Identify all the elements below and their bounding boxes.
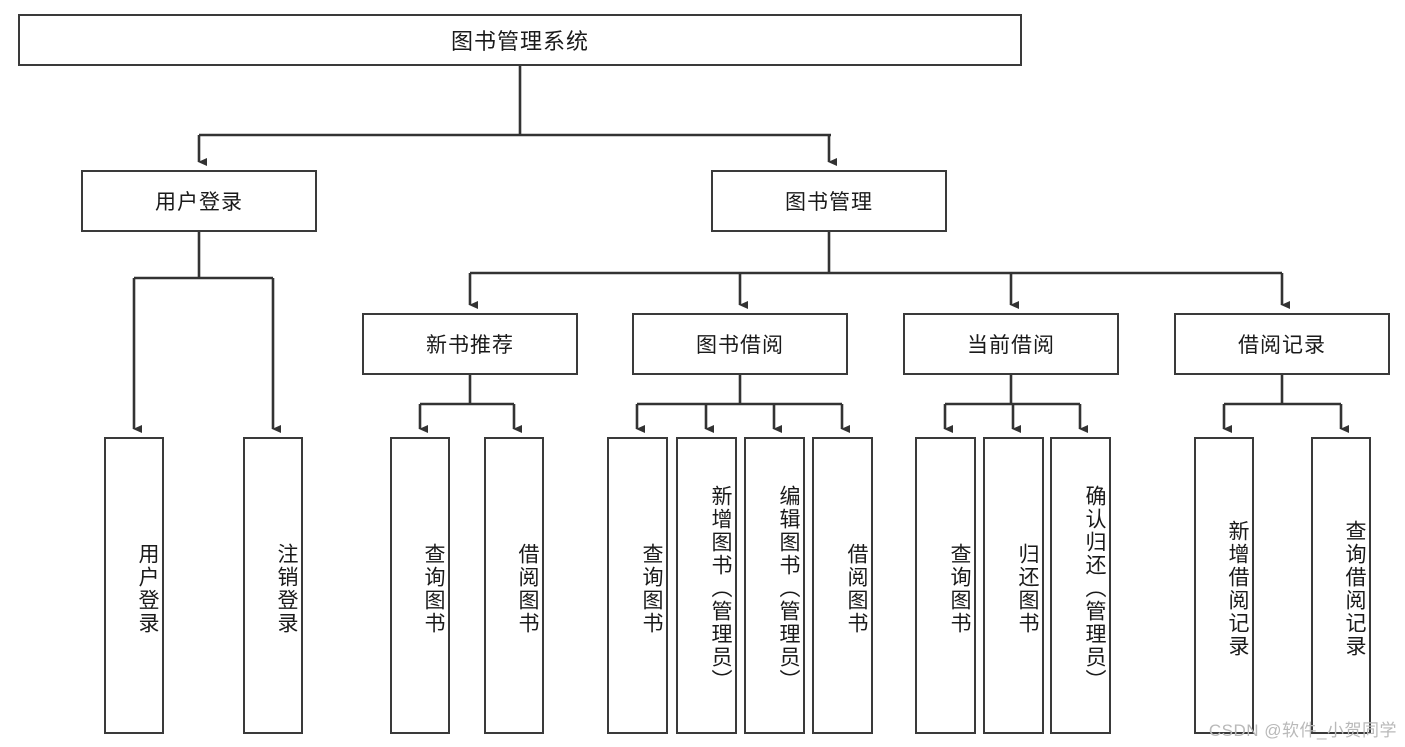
node-current-borrow[interactable]: 当前借阅 [903,313,1119,375]
node-leaf-add-book-admin[interactable]: 新增图书（管理员） [676,437,737,734]
node-leaf-query-book-3[interactable]: 查询图书 [915,437,976,734]
node-new-book-recommend[interactable]: 新书推荐 [362,313,578,375]
node-leaf-user-login[interactable]: 用户登录 [104,437,164,734]
node-leaf-confirm-return-admin[interactable]: 确认归还（管理员） [1050,437,1111,734]
node-leaf-query-book-2[interactable]: 查询图书 [607,437,668,734]
node-leaf-logout-login[interactable]: 注销登录 [243,437,303,734]
node-leaf-add-borrow-record[interactable]: 新增借阅记录 [1194,437,1254,734]
node-leaf-borrow-book-2[interactable]: 借阅图书 [812,437,873,734]
node-leaf-query-book-1[interactable]: 查询图书 [390,437,450,734]
node-leaf-return-book[interactable]: 归还图书 [983,437,1044,734]
node-user-login[interactable]: 用户登录 [81,170,317,232]
node-book-borrow[interactable]: 图书借阅 [632,313,848,375]
node-leaf-edit-book-admin[interactable]: 编辑图书（管理员） [744,437,805,734]
node-borrow-record[interactable]: 借阅记录 [1174,313,1390,375]
node-leaf-borrow-book-1[interactable]: 借阅图书 [484,437,544,734]
node-root-system[interactable]: 图书管理系统 [18,14,1022,66]
node-leaf-query-borrow-record[interactable]: 查询借阅记录 [1311,437,1371,734]
node-book-manage[interactable]: 图书管理 [711,170,947,232]
